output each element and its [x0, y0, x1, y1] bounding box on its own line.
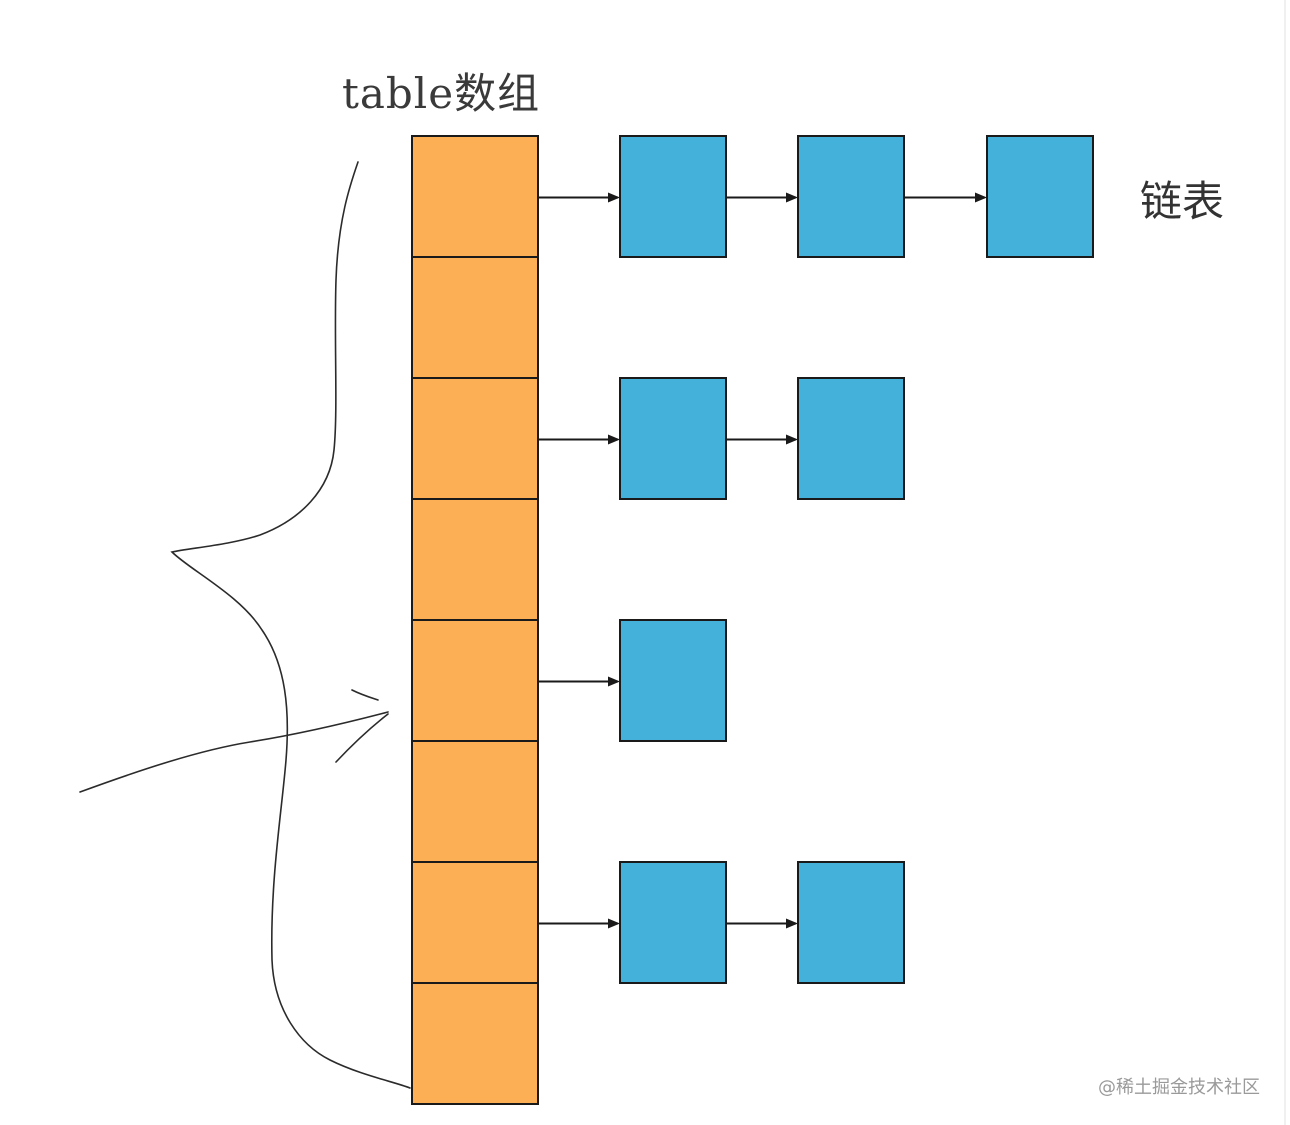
- hand-drawn-arrow-line: [79, 711, 389, 793]
- array-label: table数组: [342, 69, 541, 118]
- table-bucket: [411, 619, 539, 742]
- chain-arrows: [538, 192, 987, 929]
- page-edge: [1284, 0, 1286, 1125]
- list-node: [619, 377, 727, 500]
- list-node: [619, 861, 727, 984]
- list-node: [797, 135, 905, 258]
- table-array: [411, 135, 539, 1105]
- table-bucket: [411, 256, 539, 379]
- list-node: [797, 861, 905, 984]
- list-node: [619, 619, 727, 742]
- hand-drawn-arrow-head: [335, 689, 389, 763]
- hand-drawn-brace: [170, 161, 411, 1089]
- list-node: [986, 135, 1094, 258]
- watermark: @稀土掘金技术社区: [1098, 1077, 1260, 1098]
- table-bucket: [411, 861, 539, 984]
- table-bucket: [411, 135, 539, 258]
- table-bucket: [411, 498, 539, 621]
- linked-list-label: 链表: [1140, 177, 1225, 226]
- list-node: [619, 135, 727, 258]
- table-bucket: [411, 982, 539, 1105]
- list-node: [797, 377, 905, 500]
- table-bucket: [411, 740, 539, 863]
- table-bucket: [411, 377, 539, 500]
- linked-list-nodes: [619, 135, 1094, 984]
